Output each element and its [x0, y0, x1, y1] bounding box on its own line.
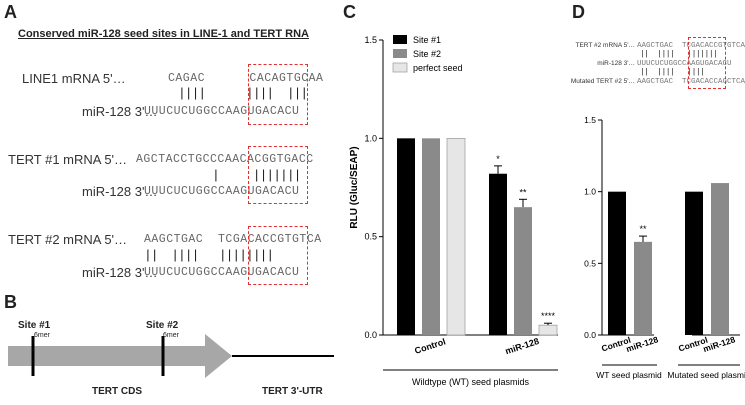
- y-axis-label: RLU (Gluc/SEAP): [572, 188, 573, 266]
- site2-label: Site #2: [146, 320, 179, 331]
- d-tert2-seq: AAGCTGAC TCGACACCGTGTCA: [637, 42, 745, 50]
- site1-label: Site #1: [18, 320, 51, 331]
- seed-box-3: [248, 226, 308, 285]
- significance-label: **: [519, 187, 527, 197]
- tert-cds-label: TERT CDS: [92, 386, 142, 397]
- y-tick-label: 0.0: [364, 330, 377, 340]
- mir128-label-3: miR-128 3'…: [82, 265, 158, 280]
- group-label: Wildtype (WT) seed plasmids: [412, 377, 530, 387]
- tert2-label: TERT #2 mRNA 5'…: [8, 232, 128, 247]
- bar: [634, 241, 652, 335]
- site2-sub: 6mer: [163, 332, 179, 339]
- cds-arrow: [8, 334, 232, 378]
- bar: [489, 173, 507, 335]
- d-mutated-label: Mutated TERT #2 5'…: [570, 78, 635, 85]
- tert1-label: TERT #1 mRNA 5'…: [8, 152, 128, 167]
- legend-swatch: [393, 49, 407, 58]
- bar: [422, 138, 440, 335]
- line1-pairs: |||| |||| |||: [178, 86, 308, 101]
- legend-swatch: [392, 62, 408, 73]
- y-tick-label: 1.0: [364, 133, 377, 143]
- legend-label: perfect seed: [413, 63, 463, 73]
- d-pairs-bottom: || |||| ||||: [640, 68, 705, 77]
- site1-sub: 6mer: [34, 332, 50, 339]
- legend-label: Site #2: [413, 49, 441, 59]
- mir128-label-2: miR-128 3'…: [82, 184, 158, 199]
- d-mir128-seq: UUUCUCUGGCCAAGUGACACU: [637, 60, 732, 68]
- legend-swatch: [393, 35, 407, 44]
- bar: [685, 191, 703, 335]
- y-tick-label: 1.5: [364, 35, 377, 45]
- group-label-mut: Mutated seed plasmid: [667, 370, 745, 380]
- y-tick-label: 1.0: [584, 187, 596, 197]
- d-tert2-label: TERT #2 mRNA 5'…: [575, 42, 635, 49]
- tert1-pairs: | |||||||: [212, 168, 301, 183]
- bar: [514, 207, 532, 335]
- mir128-label-1: miR-128 3'…: [82, 104, 158, 119]
- mir128-seq-2: UUUCUCUGGCCAAGUGACACU: [144, 185, 300, 198]
- panel-c-label: C: [343, 2, 356, 22]
- bar: [538, 324, 558, 336]
- tert1-seq: AGCTACCTGCCCAACACGGTGACC: [136, 153, 314, 166]
- y-tick-label: 0.5: [584, 258, 596, 268]
- x-tick-label: miR-128: [625, 334, 660, 354]
- bar: [608, 191, 626, 335]
- significance-label: *: [496, 154, 500, 164]
- tert2-pairs: || |||| ||||||||: [144, 248, 274, 263]
- d-seed-box: [688, 37, 726, 89]
- line1-seq: CAGAC CACAGTGCAA: [168, 72, 324, 85]
- y-tick-label: 1.5: [584, 115, 596, 125]
- panel-a-label: A: [4, 2, 17, 22]
- bar: [711, 183, 729, 335]
- tert-utr-label: TERT 3'-UTR: [262, 386, 323, 397]
- panel-b-label: B: [4, 292, 17, 312]
- bar: [397, 138, 415, 335]
- bar: [446, 137, 466, 336]
- mir128-seq-3: UUUCUCUGGCCAAGUGACACU: [144, 266, 300, 279]
- x-tick-label: miR-128: [702, 334, 737, 354]
- mir128-seq-1: UUUCUCUGGCCAAGUGACACU: [144, 105, 300, 118]
- x-tick-label: Control: [413, 336, 447, 355]
- group-label-wt: WT seed plasmid: [596, 370, 662, 380]
- d-mir128-label: miR-128 3'…: [597, 60, 635, 67]
- tert2-seq: AAGCTGAC TCGACACCGTGTCA: [144, 233, 322, 246]
- seed-box-2: [248, 146, 308, 204]
- panel-a-title: Conserved miR-128 seed sites in LINE-1 a…: [18, 28, 309, 40]
- tert-gene-diagram: [8, 334, 334, 378]
- d-mutated-seq: AAGCTGAC TCGACACCAGCTCA: [637, 78, 745, 86]
- x-tick-label: miR-128: [504, 336, 540, 356]
- y-tick-label: 0.5: [364, 232, 377, 242]
- significance-label: **: [639, 224, 647, 234]
- d-pairs-top: || |||| |||||||: [640, 50, 718, 59]
- line1-label: LINE1 mRNA 5'…: [22, 71, 126, 86]
- panel-d-label: D: [572, 2, 585, 22]
- seed-box-1: [248, 64, 308, 125]
- y-axis-label: RLU (Gluc/SEAP): [349, 146, 360, 228]
- significance-label: ****: [541, 311, 556, 321]
- y-tick-label: 0.0: [584, 330, 596, 340]
- legend-label: Site #1: [413, 35, 441, 45]
